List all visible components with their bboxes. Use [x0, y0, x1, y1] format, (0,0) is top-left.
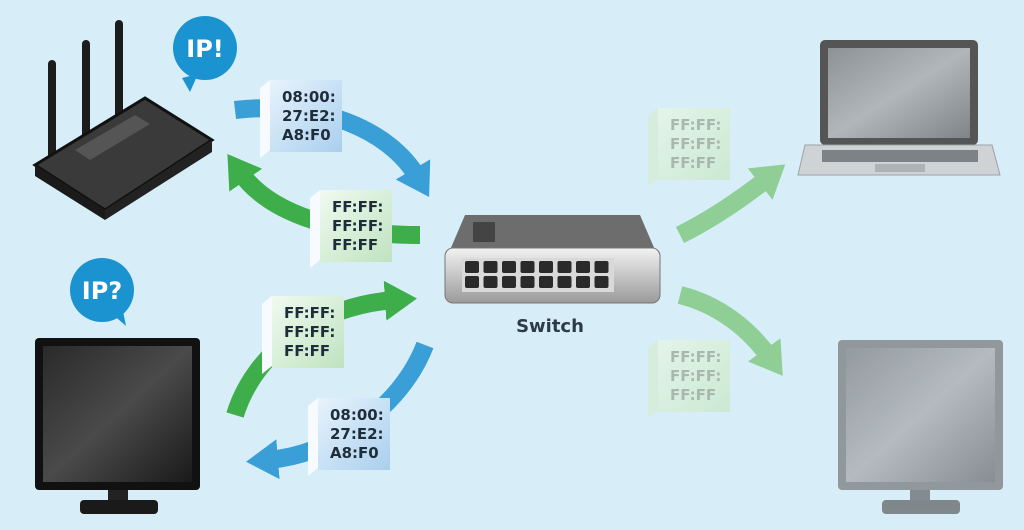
bubble-text: IP! — [186, 35, 223, 63]
switch-port — [576, 276, 590, 288]
switch-icon — [444, 215, 661, 304]
packet-broadcast: FF:FF:FF:FF:FF:FF — [262, 296, 344, 374]
packet-mac-line: FF:FF: — [670, 367, 721, 385]
switch-port — [576, 261, 590, 273]
packet-mac-line: 08:00: — [330, 406, 384, 424]
switch-port — [520, 261, 535, 273]
packet-mac-line: FF:FF: — [284, 304, 335, 322]
packet-mac-line: FF:FF: — [670, 135, 721, 153]
switch-port — [520, 276, 535, 288]
packet-mac-line: 27:E2: — [330, 425, 384, 443]
packet-unicast: 08:00:27:E2:A8:F0 — [260, 80, 342, 158]
packet-mac-line: 27:E2: — [282, 107, 336, 125]
switch-port — [539, 276, 553, 288]
computer-monitor-icon — [35, 338, 200, 514]
packet-broadcast: FF:FF:FF:FF:FF:FF — [648, 108, 730, 186]
switch-port — [594, 261, 609, 273]
packet-mac-line: A8:F0 — [330, 444, 379, 462]
packet-mac-line: A8:F0 — [282, 126, 331, 144]
packet-mac-line: FF:FF — [670, 386, 716, 404]
monitor-icon — [838, 340, 1003, 514]
ip-found-bubble: IP! — [173, 16, 237, 92]
packet-mac-line: FF:FF: — [284, 323, 335, 341]
packet-mac-line: FF:FF: — [670, 116, 721, 134]
packet-broadcast: FF:FF:FF:FF:FF:FF — [648, 340, 730, 418]
router-icon — [32, 20, 215, 220]
ip-query-bubble: IP? — [70, 258, 134, 326]
packet-mac-line: FF:FF: — [332, 217, 383, 235]
switch-port — [502, 261, 516, 273]
switch-port — [557, 261, 572, 273]
packet-unicast: 08:00:27:E2:A8:F0 — [308, 398, 390, 476]
arrow-switch-to-monitor — [677, 286, 783, 376]
packet-mac-line: FF:FF — [332, 236, 378, 254]
switch-port — [483, 261, 498, 273]
switch-port — [465, 276, 479, 288]
packet-mac-line: 08:00: — [282, 88, 336, 106]
switch-port — [594, 276, 609, 288]
packet-mac-line: FF:FF: — [332, 198, 383, 216]
arrow-switch-to-laptop — [675, 164, 786, 244]
switch-port — [539, 261, 553, 273]
switch-port — [502, 276, 516, 288]
switch-port — [465, 261, 479, 273]
packet-broadcast: FF:FF:FF:FF:FF:FF — [310, 190, 392, 268]
switch-label: Switch — [516, 316, 584, 337]
packet-mac-line: FF:FF — [284, 342, 330, 360]
switch-port — [483, 276, 498, 288]
switch-port — [557, 276, 572, 288]
bubble-text: IP? — [82, 277, 122, 305]
packet-mac-line: FF:FF — [670, 154, 716, 172]
packet-mac-line: FF:FF: — [670, 348, 721, 366]
laptop-icon — [797, 40, 1001, 176]
